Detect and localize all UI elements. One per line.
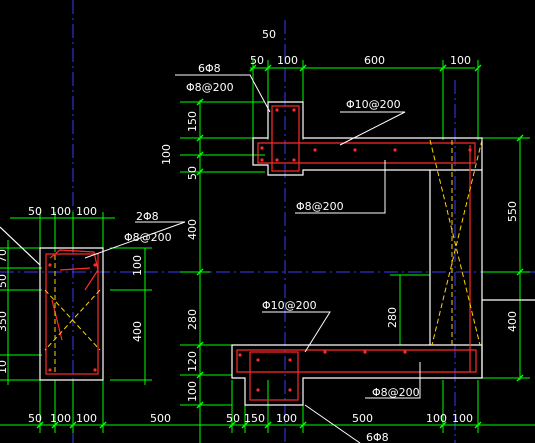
dim-vert-100b: 100 [186,381,199,402]
dim-top-50: 50 [250,54,264,67]
label-top-beam-stirrup: Φ8@200 [296,200,344,213]
dim-bottom-50a: 50 [28,412,42,425]
dim-vert-400b: 400 [506,311,519,332]
dim-vert-50: 50 [186,166,199,180]
dimension-lines [0,60,535,443]
dim-vert-400c: 400 [131,321,144,342]
reinforcement-bars [45,105,477,401]
dimension-ticks [36,64,524,429]
stirrup-lines [44,139,483,375]
dim-bottom-100b: 100 [76,412,97,425]
dim-bottom-50b: 50 [226,412,240,425]
dim-vert-280b: 280 [386,307,399,328]
dim-top-100b: 100 [450,54,471,67]
dim-bottom-500a: 500 [150,412,171,425]
right-wall-section [429,170,483,378]
label-left-stirrup: Φ8@200 [124,231,172,244]
dim-vert-400a: 400 [186,219,199,240]
label-top-beam: Φ10@200 [346,98,401,111]
left-column-section [39,247,104,381]
dim-vert-280a: 280 [186,309,199,330]
dim-bottom-100c: 100 [276,412,297,425]
dim-left-col-100b: 100 [76,205,97,218]
dim-vert-150: 150 [186,111,199,132]
label-bottom-corner-bars: 6Φ8 [366,431,389,443]
dim-top-600: 600 [364,54,385,67]
dim-left-col-100a: 100 [50,205,71,218]
label-top-corner-bars: 6Φ8 [198,62,221,75]
dim-vert-100mid: 100 [131,255,144,276]
dim-vert-edge-70: 70 [0,249,9,263]
dim-vert-edge-50: 50 [0,274,9,288]
label-left-bars: 2Φ8 [136,210,159,223]
label-bottom-beam-stirrup: Φ8@200 [372,386,420,399]
dim-vert-edge-10: 10 [0,360,9,374]
concrete-outlines [0,101,535,406]
dim-vert-120: 120 [186,351,199,372]
bottom-beam-section [231,344,483,406]
dim-vert-edge-350: 350 [0,311,9,332]
dim-bottom-150: 150 [244,412,265,425]
top-beam-section [252,101,483,176]
label-bottom-beam: Φ10@200 [262,299,317,312]
dim-top-50-upper: 50 [262,28,276,41]
label-top-corner-stirrup: Φ8@200 [186,81,234,94]
dim-bottom-100a: 100 [50,412,71,425]
left-edge-line [0,226,41,266]
dim-vert-550: 550 [506,201,519,222]
dim-top-100a: 100 [277,54,298,67]
dim-left-col-50: 50 [28,205,42,218]
dim-vert-100: 100 [160,144,173,165]
dim-bottom-100e: 100 [452,412,473,425]
dim-bottom-100d: 100 [426,412,447,425]
leader-lines [84,74,421,443]
dim-bottom-500b: 500 [352,412,373,425]
rebar-dots [48,108,472,392]
